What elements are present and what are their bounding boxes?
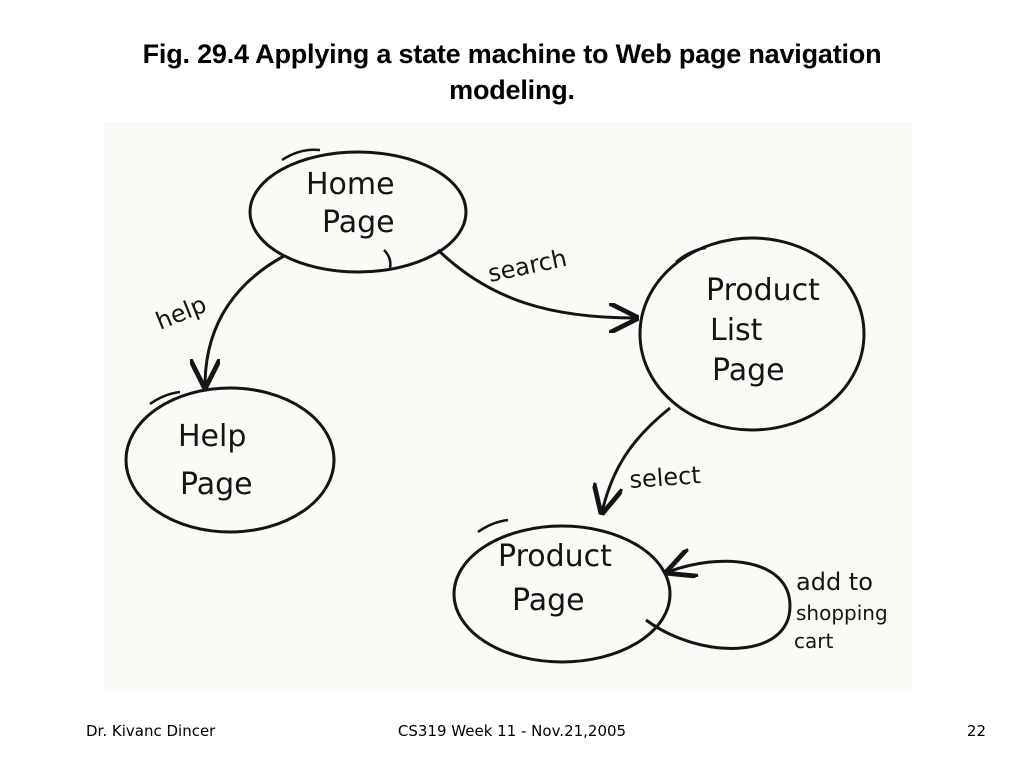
transition-add-to-shopping-cart-label-1: add to bbox=[796, 568, 873, 596]
state-home-page-ellipse bbox=[248, 150, 468, 274]
state-help-page-label-1: Help bbox=[178, 419, 246, 454]
sketch-background bbox=[104, 122, 912, 692]
transition-add-to-shopping-cart-label-3: cart bbox=[794, 629, 833, 653]
state-help-page-label-2: Page bbox=[180, 467, 253, 502]
transition-search: search bbox=[436, 244, 636, 318]
slide-title-line-1: Fig. 29.4 Applying a state machine to We… bbox=[142, 39, 882, 69]
state-home-page-label-1: Home bbox=[306, 167, 395, 202]
state-product-page-ellipse bbox=[452, 524, 672, 664]
footer-course: CS319 Week 11 - Nov.21,2005 bbox=[397, 722, 627, 740]
state-home-page: Home Page bbox=[248, 148, 468, 274]
state-help-page-ellipse bbox=[124, 386, 336, 534]
state-product-list-page-label-2: List bbox=[710, 313, 763, 348]
state-product-page-label-1: Product bbox=[498, 539, 612, 574]
transition-help-arrow bbox=[205, 254, 285, 386]
transition-select-arrow bbox=[602, 406, 671, 512]
footer-author: Dr. Kivanc Dincer bbox=[86, 722, 216, 740]
state-product-list-page: Product List Page bbox=[638, 236, 866, 432]
state-product-list-page-label-3: Page bbox=[712, 353, 785, 388]
transition-select-label: select bbox=[628, 461, 701, 494]
transition-search-label: search bbox=[485, 244, 569, 288]
transition-help: help bbox=[152, 254, 285, 386]
transition-search-arrow bbox=[436, 248, 636, 318]
slide-title-line-2: modeling. bbox=[449, 75, 575, 105]
transition-select: select bbox=[602, 406, 702, 512]
state-product-page: Product Page bbox=[452, 518, 672, 664]
transition-add-to-shopping-cart-loop bbox=[645, 561, 792, 650]
state-product-page-label-2: Page bbox=[512, 583, 585, 618]
state-help-page: Help Page bbox=[124, 386, 336, 534]
transition-help-label: help bbox=[152, 290, 211, 335]
transition-add-to-shopping-cart: add to shopping cart bbox=[645, 561, 888, 653]
state-home-page-label-2: Page bbox=[322, 205, 395, 240]
transition-add-to-shopping-cart-label-2: shopping bbox=[796, 601, 888, 625]
state-product-list-page-ellipse bbox=[638, 236, 866, 432]
state-product-list-page-label-1: Product bbox=[706, 273, 820, 308]
slide-title: Fig. 29.4 Applying a state machine to We… bbox=[40, 36, 984, 108]
footer-page-number: 22 bbox=[966, 722, 986, 740]
